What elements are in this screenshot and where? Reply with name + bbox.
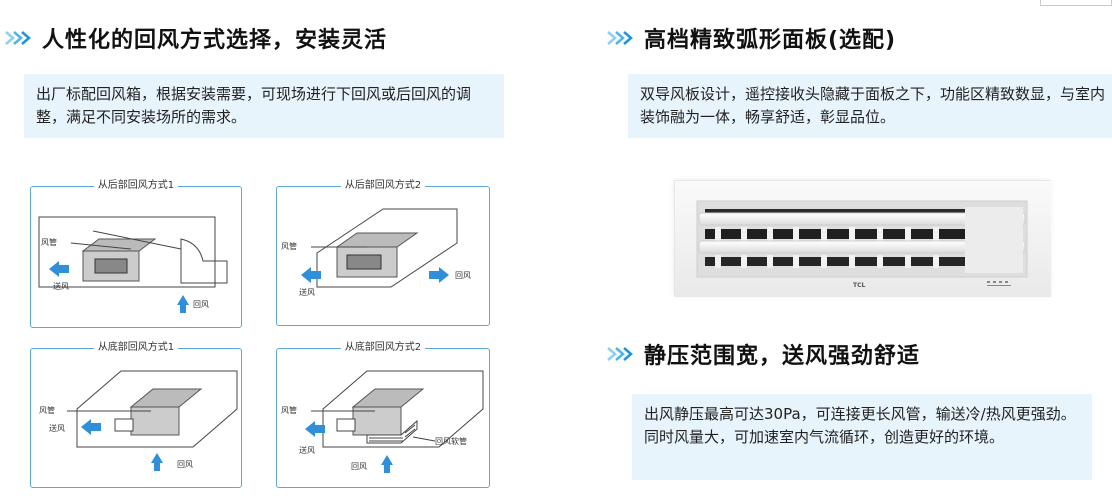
arrow-left-icon [305,421,325,437]
arrow-up-icon [381,455,393,473]
section-title-return-air: 人性化的回风方式选择，安装灵活 [4,22,387,54]
diagram-rear-return-2: 从后部回风方式2 风管 送风 回风 [276,180,490,326]
section-title-text: 人性化的回风方式选择，安装灵活 [42,28,388,53]
section-title-text: 高档精致弧形面板(选配) [644,28,897,53]
section-title-panel: 高档精致弧形面板(选配) [606,22,896,54]
supply-label: 送风 [299,445,315,455]
corner-frame [1040,0,1112,6]
diagram-caption: 从后部回风方式1 [93,180,179,191]
section-title-text: 静压范围宽，送风强劲舒适 [644,344,921,369]
arrow-up-icon [177,295,189,313]
duct-label: 风管 [41,237,57,247]
duct-label: 风管 [281,241,297,251]
chevron-icon [5,31,31,45]
diagram-caption: 从后部回风方式2 [340,180,426,191]
arrow-left-icon [81,419,101,435]
return-label: 回风 [177,460,193,469]
diagram-rear-return-1: 从后部回风方式1 风管 送风 回风 [30,180,242,328]
panel-photo: TCL [674,180,1051,297]
arrow-up-icon [151,453,163,471]
arrow-left-icon [49,261,69,277]
brand-logo: TCL [853,282,865,289]
description-return-air: 出厂标配回风箱，根据安装需要，可现场进行下回风或后回风的调整，满足不同安装场所的… [24,74,504,138]
chevron-icon [607,31,633,45]
diagram-bottom-return-1: 从底部回风方式1 风管 送风 回风 [30,342,242,488]
arrow-left-icon [301,267,321,283]
description-panel: 双导风板设计，遥控接收头隐藏于面板之下，功能区精致数显，与室内装饰融为一体，畅享… [628,74,1112,138]
section-title-pressure: 静压范围宽，送风强劲舒适 [606,338,920,370]
return-label: 回风 [455,271,471,280]
description-pressure: 出风静压最高可达30Pa，可连接更长风管，输送冷/热风更强劲。同时风量大，可加速… [632,394,1092,480]
soft-duct-label: 回风软管 [435,436,467,446]
chevron-icon [607,347,633,361]
diagram-caption: 从底部回风方式2 [340,342,426,353]
diagram-bottom-return-2: 从底部回风方式2 风管 送风 回风软管 回风 [276,342,490,488]
arrow-right-icon [429,267,449,283]
supply-label: 送风 [53,281,69,291]
supply-label: 送风 [49,423,65,433]
diagram-caption: 从底部回风方式1 [93,342,179,353]
duct-label: 风管 [281,405,297,415]
return-label: 回风 [351,462,367,471]
return-label: 回风 [193,300,209,309]
duct-label: 风管 [39,405,55,415]
supply-label: 送风 [299,287,315,297]
